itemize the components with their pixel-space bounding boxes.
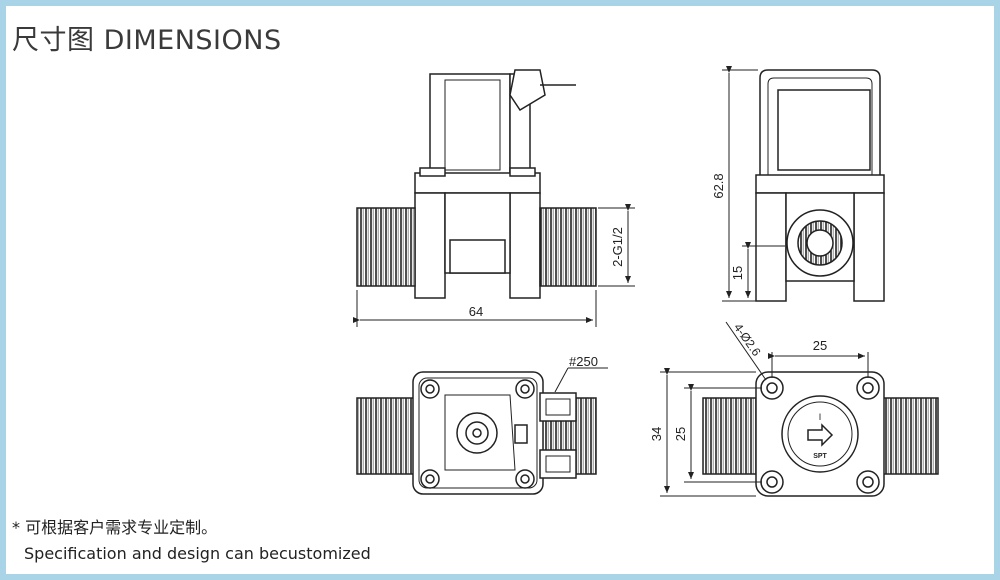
thread-label: 2-G1/2 <box>610 227 625 267</box>
terminal-leader <box>554 367 608 393</box>
bottom-thread-left <box>702 397 759 475</box>
note-english: Specification and design can becustomize… <box>24 544 371 563</box>
terminal-label: #250 <box>569 354 598 369</box>
side-port-inner <box>806 229 834 257</box>
flow-mark: I <box>819 412 822 422</box>
front-thread-left <box>356 207 416 287</box>
top-view <box>356 371 597 495</box>
depth-label: 34 <box>649 427 664 441</box>
bottom-dimensions <box>660 321 869 497</box>
width-label: 64 <box>469 304 483 319</box>
side-dimensions <box>722 66 785 302</box>
flow-arrow-icon <box>807 423 834 447</box>
front-dimensions <box>353 204 635 327</box>
side-body-left <box>755 192 787 302</box>
height-label: 62.8 <box>711 173 726 198</box>
front-terminal <box>509 69 546 112</box>
note-chinese: * 可根据客户需求专业定制。 <box>12 518 218 537</box>
bottom-thread-right <box>882 397 939 475</box>
brand-mark: SPT <box>813 453 827 460</box>
side-flange <box>755 174 885 194</box>
hole-spacing-x-label: 25 <box>813 338 827 353</box>
top-thread-left <box>356 397 416 475</box>
base-height-label: 15 <box>730 266 745 280</box>
side-view <box>755 69 885 302</box>
front-body-right <box>509 192 541 299</box>
front-view <box>356 69 597 299</box>
side-body-right <box>853 192 885 302</box>
page-title: 尺寸图 DIMENSIONS <box>12 25 282 56</box>
bottom-view <box>702 371 939 497</box>
side-coil <box>777 89 871 171</box>
front-body-left <box>414 192 446 299</box>
front-thread-right <box>539 207 597 287</box>
hole-spacing-y-label: 25 <box>673 427 688 441</box>
